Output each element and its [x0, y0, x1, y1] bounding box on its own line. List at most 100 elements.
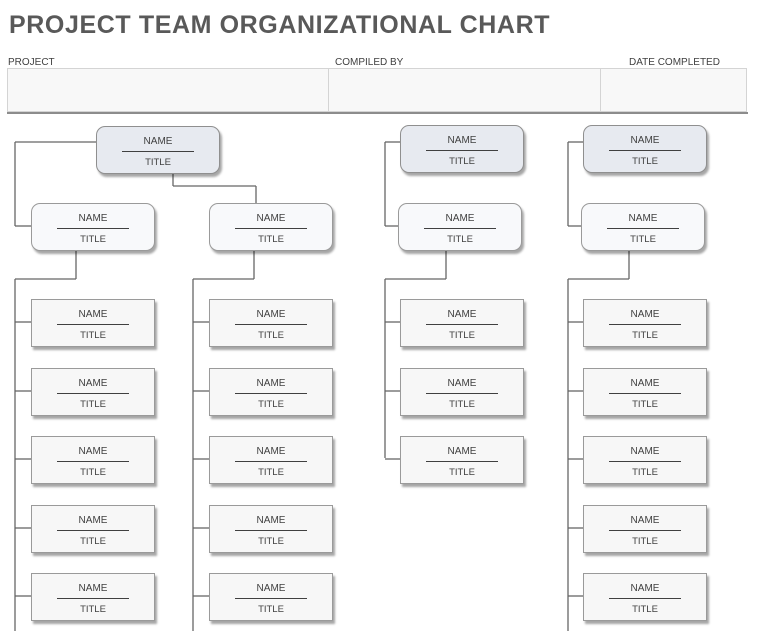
node-divider — [426, 393, 498, 394]
node-name: NAME — [256, 309, 286, 320]
node-title: TITLE — [632, 467, 658, 478]
node-title: TITLE — [80, 399, 106, 410]
node-title: TITLE — [447, 234, 473, 245]
node-name: NAME — [78, 583, 108, 594]
node-divider — [426, 461, 498, 462]
node-title: TITLE — [449, 330, 475, 341]
node-name: NAME — [445, 213, 475, 224]
node-name: NAME — [78, 309, 108, 320]
node-divider — [426, 324, 498, 325]
team-member-node[interactable]: NAME TITLE — [209, 505, 333, 553]
node-name: NAME — [630, 135, 660, 146]
team-member-node[interactable]: NAME TITLE — [31, 436, 155, 484]
node-name: NAME — [630, 515, 660, 526]
node-name: NAME — [256, 378, 286, 389]
node-divider — [235, 228, 307, 229]
node-name: NAME — [143, 136, 173, 147]
node-divider — [57, 461, 129, 462]
node-divider — [235, 393, 307, 394]
node-title: TITLE — [258, 467, 284, 478]
node-name: NAME — [78, 213, 108, 224]
team-member-node[interactable]: NAME TITLE — [209, 299, 333, 347]
node-title: TITLE — [632, 399, 658, 410]
team-member-node[interactable]: NAME TITLE — [31, 299, 155, 347]
node-name: NAME — [447, 378, 477, 389]
node-title: TITLE — [449, 156, 475, 167]
node-divider — [235, 530, 307, 531]
node-divider — [57, 598, 129, 599]
team-member-node[interactable]: NAME TITLE — [31, 573, 155, 621]
team-member-node[interactable]: NAME TITLE — [583, 505, 707, 553]
node-name: NAME — [630, 378, 660, 389]
node-divider — [122, 151, 194, 152]
node-divider — [609, 393, 681, 394]
node-name: NAME — [447, 309, 477, 320]
node-title: TITLE — [632, 156, 658, 167]
node-title: TITLE — [258, 536, 284, 547]
node-title: TITLE — [80, 467, 106, 478]
team-lead-node[interactable]: NAME TITLE — [400, 125, 524, 173]
node-divider — [57, 324, 129, 325]
sub-lead-node[interactable]: NAME TITLE — [581, 203, 705, 251]
node-name: NAME — [256, 446, 286, 457]
header-divider — [7, 112, 748, 114]
node-name: NAME — [447, 446, 477, 457]
page-title: PROJECT TEAM ORGANIZATIONAL CHART — [9, 11, 551, 39]
sub-lead-node[interactable]: NAME TITLE — [209, 203, 333, 251]
node-title: TITLE — [632, 330, 658, 341]
node-divider — [607, 228, 679, 229]
team-member-node[interactable]: NAME TITLE — [31, 368, 155, 416]
team-member-node[interactable]: NAME TITLE — [31, 505, 155, 553]
node-title: TITLE — [630, 234, 656, 245]
team-lead-node[interactable]: NAME TITLE — [96, 126, 220, 174]
node-title: TITLE — [145, 157, 171, 168]
node-divider — [57, 228, 129, 229]
node-divider — [235, 598, 307, 599]
node-divider — [426, 150, 498, 151]
sub-lead-node[interactable]: NAME TITLE — [31, 203, 155, 251]
date-completed-label: DATE COMPLETED — [629, 57, 720, 68]
node-name: NAME — [256, 213, 286, 224]
node-divider — [609, 530, 681, 531]
node-title: TITLE — [449, 467, 475, 478]
node-title: TITLE — [258, 234, 284, 245]
team-member-node[interactable]: NAME TITLE — [400, 299, 524, 347]
node-divider — [57, 530, 129, 531]
node-name: NAME — [628, 213, 658, 224]
sub-lead-node[interactable]: NAME TITLE — [398, 203, 522, 251]
node-name: NAME — [256, 583, 286, 594]
team-member-node[interactable]: NAME TITLE — [583, 368, 707, 416]
team-member-node[interactable]: NAME TITLE — [209, 436, 333, 484]
node-title: TITLE — [258, 330, 284, 341]
node-title: TITLE — [258, 604, 284, 615]
node-divider — [424, 228, 496, 229]
node-name: NAME — [78, 515, 108, 526]
node-name: NAME — [78, 446, 108, 457]
node-divider — [609, 598, 681, 599]
node-name: NAME — [256, 515, 286, 526]
node-title: TITLE — [80, 330, 106, 341]
node-name: NAME — [447, 135, 477, 146]
node-divider — [235, 461, 307, 462]
project-info-fields — [7, 68, 747, 112]
node-title: TITLE — [80, 536, 106, 547]
team-lead-node[interactable]: NAME TITLE — [583, 125, 707, 173]
node-divider — [609, 324, 681, 325]
node-title: TITLE — [80, 234, 106, 245]
project-field[interactable] — [8, 69, 329, 111]
node-divider — [609, 150, 681, 151]
node-title: TITLE — [80, 604, 106, 615]
team-member-node[interactable]: NAME TITLE — [400, 436, 524, 484]
node-name: NAME — [78, 378, 108, 389]
compiled-by-field[interactable] — [329, 69, 601, 111]
node-name: NAME — [630, 583, 660, 594]
team-member-node[interactable]: NAME TITLE — [209, 573, 333, 621]
node-title: TITLE — [632, 536, 658, 547]
project-label: PROJECT — [8, 57, 55, 68]
